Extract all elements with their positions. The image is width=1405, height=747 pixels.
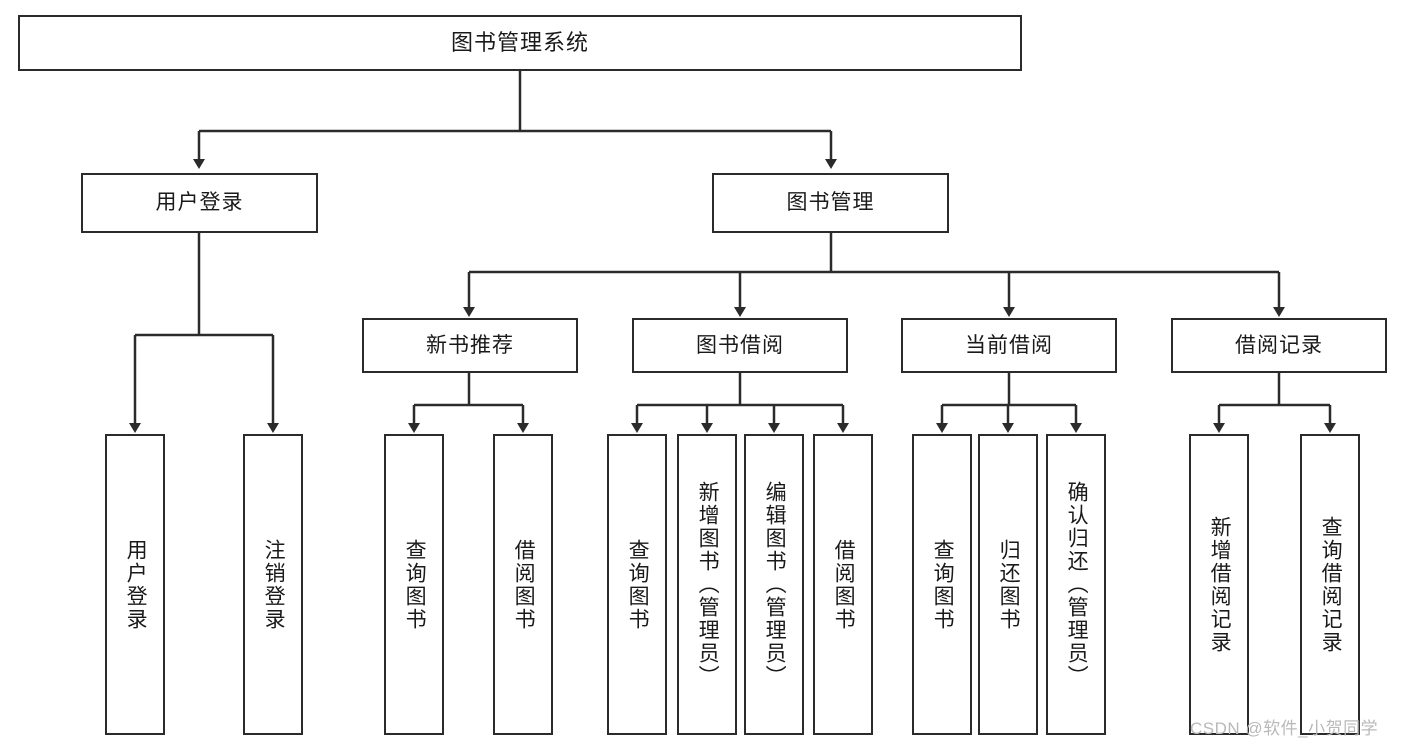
node-label: 注销登录 bbox=[262, 538, 286, 631]
node-label: 图书管理系统 bbox=[450, 29, 589, 55]
node-leaf-add-book-admin[interactable]: 新增图书（管理员） bbox=[677, 434, 737, 735]
node-leaf-borrow-book-recommend[interactable]: 借阅图书 bbox=[493, 434, 553, 735]
node-leaf-query-book-current[interactable]: 查询图书 bbox=[912, 434, 972, 735]
node-leaf-confirm-return-admin[interactable]: 确认归还（管理员） bbox=[1046, 434, 1106, 735]
node-label: 查询图书 bbox=[403, 538, 427, 631]
node-leaf-query-book-borrow[interactable]: 查询图书 bbox=[607, 434, 667, 735]
node-label: 借阅记录 bbox=[1235, 333, 1323, 357]
node-leaf-user-login[interactable]: 用户登录 bbox=[105, 434, 165, 735]
node-label: 新增借阅记录 bbox=[1208, 515, 1232, 654]
node-label: 编辑图书（管理员） bbox=[763, 481, 787, 688]
node-book-borrowing[interactable]: 图书借阅 bbox=[632, 318, 848, 373]
node-book-management[interactable]: 图书管理 bbox=[712, 173, 949, 233]
node-label: 用户登录 bbox=[124, 538, 148, 631]
node-leaf-borrow-book[interactable]: 借阅图书 bbox=[813, 434, 873, 735]
node-label: 借阅图书 bbox=[512, 538, 536, 631]
node-leaf-logout[interactable]: 注销登录 bbox=[243, 434, 303, 735]
node-label: 用户登录 bbox=[155, 191, 244, 215]
node-label: 确认归还（管理员） bbox=[1065, 481, 1089, 688]
node-label: 查询图书 bbox=[626, 538, 650, 631]
node-current-borrowing[interactable]: 当前借阅 bbox=[901, 318, 1117, 373]
node-leaf-query-book-recommend[interactable]: 查询图书 bbox=[384, 434, 444, 735]
csdn-watermark: CSDN @软件_小贺同学 bbox=[1190, 719, 1379, 738]
node-root-book-management-system[interactable]: 图书管理系统 bbox=[18, 15, 1022, 71]
node-label: 归还图书 bbox=[997, 538, 1021, 631]
node-new-book-recommendation[interactable]: 新书推荐 bbox=[362, 318, 578, 373]
node-label: 新书推荐 bbox=[426, 333, 514, 357]
node-user-login[interactable]: 用户登录 bbox=[81, 173, 318, 233]
node-leaf-query-borrow-record[interactable]: 查询借阅记录 bbox=[1300, 434, 1360, 735]
node-leaf-edit-book-admin[interactable]: 编辑图书（管理员） bbox=[744, 434, 804, 735]
node-label: 图书管理 bbox=[786, 191, 875, 215]
node-label: 图书借阅 bbox=[696, 333, 784, 357]
node-label: 查询图书 bbox=[931, 538, 955, 631]
node-label: 查询借阅记录 bbox=[1319, 515, 1343, 654]
node-label: 借阅图书 bbox=[832, 538, 856, 631]
node-leaf-return-book[interactable]: 归还图书 bbox=[978, 434, 1038, 735]
node-label: 新增图书（管理员） bbox=[696, 481, 720, 688]
node-borrowing-record[interactable]: 借阅记录 bbox=[1171, 318, 1387, 373]
node-leaf-add-borrow-record[interactable]: 新增借阅记录 bbox=[1189, 434, 1249, 735]
node-label: 当前借阅 bbox=[965, 333, 1053, 357]
